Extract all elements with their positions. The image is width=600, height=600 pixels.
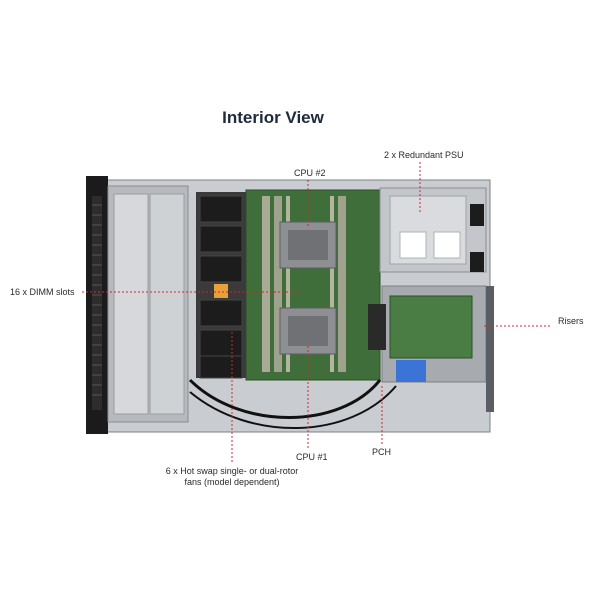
- front-bezel-vents: [92, 196, 102, 410]
- pch-chip: [368, 304, 386, 350]
- cables: [188, 378, 382, 419]
- label-risers: Risers: [558, 316, 584, 326]
- fan: [199, 299, 243, 327]
- fan-wall: [196, 192, 258, 379]
- label-fans: 6 x Hot swap single- or dual-rotor fans …: [165, 466, 299, 487]
- label-cpu-1: CPU #1: [296, 452, 328, 462]
- dimm-slots: [262, 196, 346, 372]
- fan: [199, 355, 243, 379]
- fan: [199, 195, 243, 223]
- page-title: Interior View: [222, 108, 324, 127]
- fan: [199, 255, 243, 283]
- rear-io: [486, 286, 494, 412]
- callout-lines: [82, 162, 552, 462]
- label-dimm-slots: 16 x DIMM slots: [10, 287, 75, 297]
- fan: [199, 329, 243, 357]
- label-pch: PCH: [372, 447, 392, 457]
- label-psu: 2 x Redundant PSU: [384, 150, 464, 160]
- fan: [199, 225, 243, 253]
- label-cpu-2: CPU #2: [294, 168, 326, 178]
